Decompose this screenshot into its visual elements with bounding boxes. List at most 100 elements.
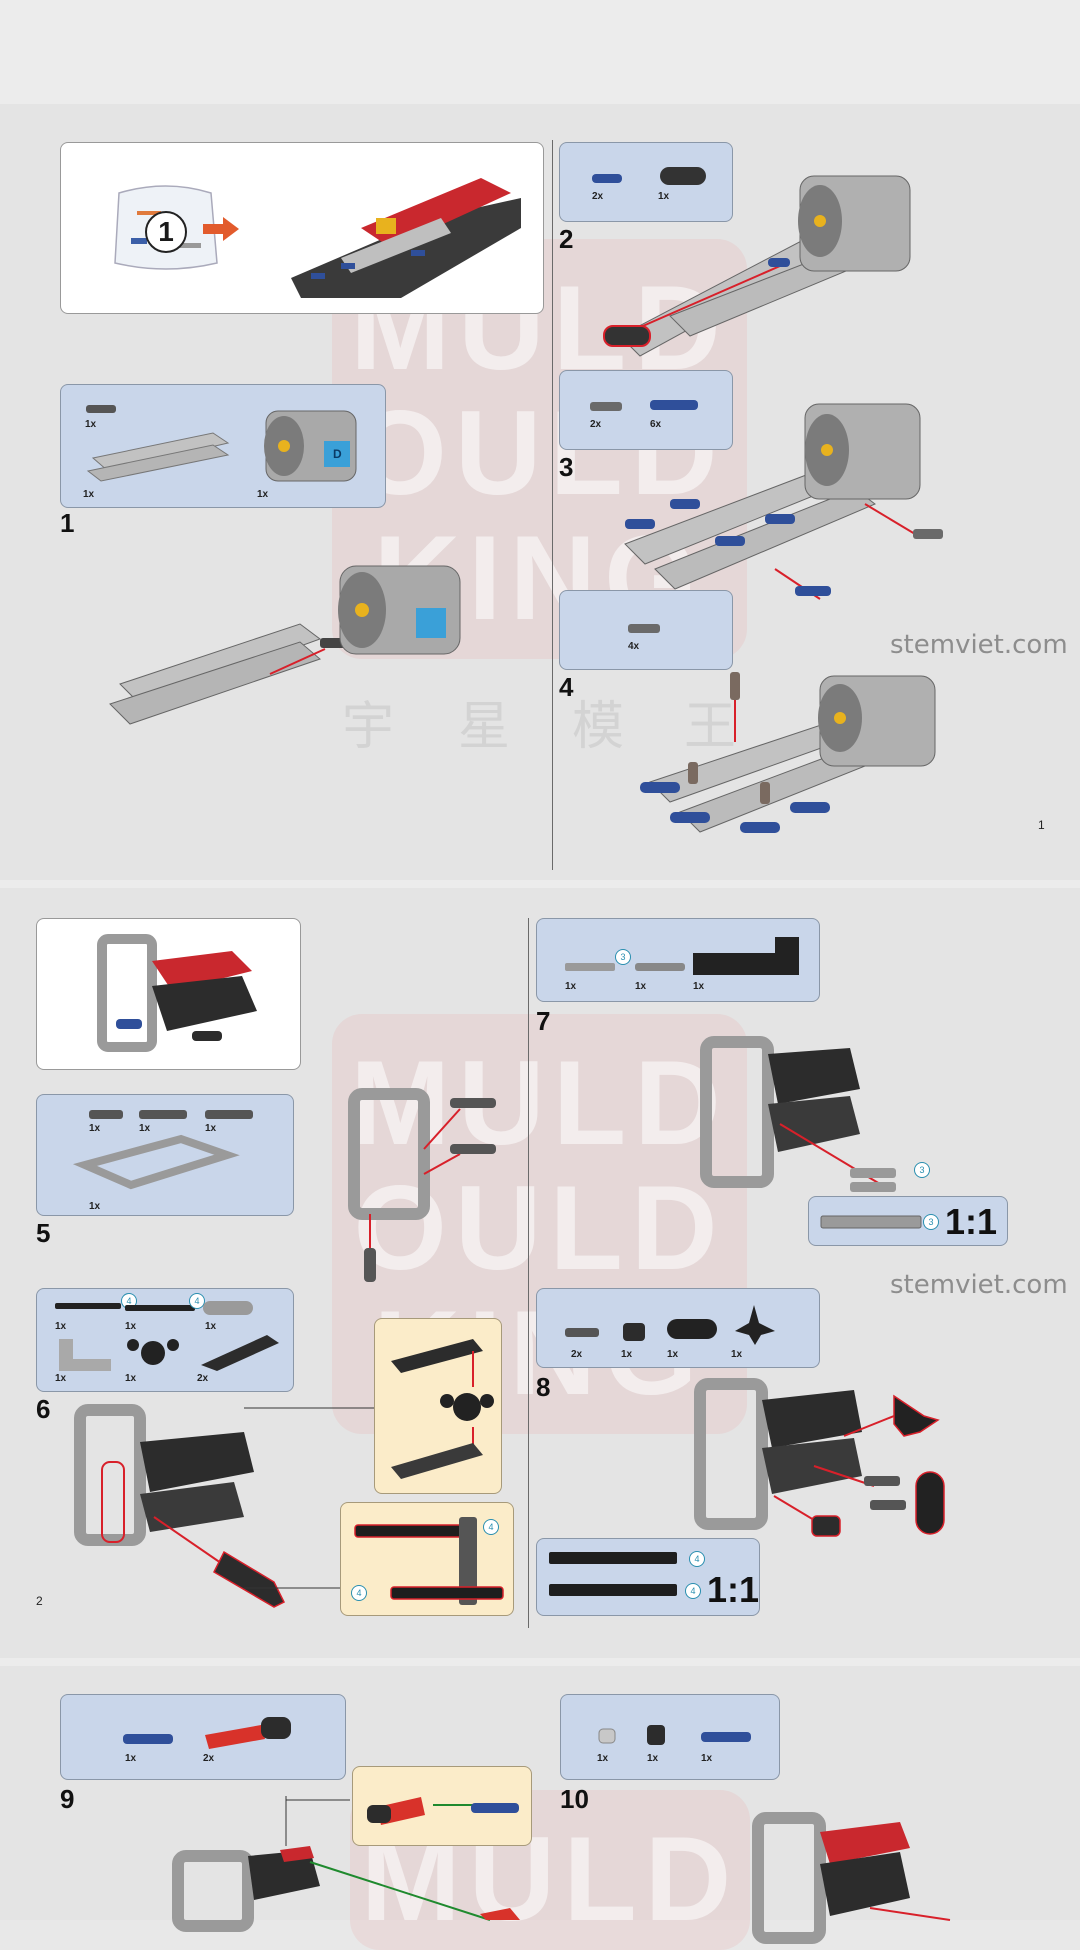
step-7-assembly: [700, 1036, 896, 1192]
step-4-parts-panel: 4x: [559, 590, 733, 670]
watermark-line: MULD: [350, 1036, 729, 1170]
part-qty: 1x: [621, 1349, 633, 1360]
axles-callout: [354, 1517, 504, 1605]
step-6-assembly: [74, 1404, 286, 1608]
axle-pin-icon: [205, 1110, 253, 1119]
bag-number-badge: 1: [145, 211, 187, 253]
page-gap: [0, 880, 1080, 888]
part-qty: 1x: [658, 191, 670, 202]
step-10-parts-panel: 1x 1x 1x: [560, 1694, 780, 1780]
gray-axle-pin-icon: [590, 402, 622, 411]
blue-axle-pin-icon: [123, 1734, 173, 1744]
ratio-panel: 4 4 1:1: [536, 1538, 760, 1616]
axle-scale-icon: [549, 1552, 677, 1564]
axle-length-badge: 4: [685, 1583, 701, 1599]
axle-length-badge: 4: [689, 1551, 705, 1567]
step-2-assembly: [603, 175, 911, 357]
top-margin: [0, 0, 1080, 104]
blue-axle-pin-icon: [650, 400, 698, 410]
watermark-cn-char: 王: [684, 697, 737, 757]
small-connector-icon: [647, 1725, 665, 1745]
small-connector-icon: [623, 1323, 645, 1341]
part-qty: 1x: [85, 419, 97, 430]
step-4-assembly: [640, 672, 936, 833]
link-beam-icon: [667, 1319, 717, 1339]
part-qty: 2x: [197, 1373, 209, 1384]
axle-length-badge: 3: [914, 1162, 930, 1178]
step-7-parts-panel: 3 1x 1x 1x: [536, 918, 820, 1002]
next-arrow-icon: [203, 217, 239, 241]
finished-model-illustration: [291, 178, 521, 298]
site-watermark: stemviet.com: [890, 630, 1068, 660]
step-number: 10: [560, 1784, 589, 1814]
y-connector-icon: [735, 1305, 775, 1345]
part-qty: 1x: [139, 1123, 151, 1134]
instruction-page-3: MULD 1x 2x 9 1x 1x 1x 10: [0, 1666, 1080, 1950]
subassembly-preview: [97, 934, 257, 1052]
scale-ratio: 1:1: [945, 1201, 998, 1242]
part-qty: 1x: [257, 489, 269, 500]
part-qty: 1x: [89, 1201, 101, 1212]
short-beam-icon: [203, 1301, 253, 1315]
sub-assembly-callout: [374, 1318, 502, 1494]
axle-length-badge: 3: [923, 1214, 939, 1230]
part-qty: 1x: [83, 489, 95, 500]
step-3-assembly: [624, 403, 943, 600]
part-qty: 1x: [597, 1753, 609, 1764]
part-qty: 1x: [55, 1373, 67, 1384]
step-number: 7: [536, 1006, 551, 1036]
part-qty: 1x: [731, 1349, 743, 1360]
step-3-parts-panel: 2x 6x: [559, 370, 733, 450]
step-8-assembly: [694, 1378, 945, 1537]
page-number: 2: [36, 1594, 43, 1608]
long-axle-icon: [125, 1305, 195, 1311]
axle-scale-icon: [549, 1584, 677, 1596]
callout-connector-lines: [244, 1407, 374, 1589]
axle-icon: [565, 963, 615, 971]
long-axle-icon: [55, 1303, 121, 1309]
gray-axle-pin-icon: [628, 624, 660, 633]
step-9-parts-panel: 1x 2x: [60, 1694, 346, 1780]
motor-tag: D: [333, 447, 342, 461]
part-qty: 1x: [565, 981, 577, 992]
bag-number: 1: [158, 216, 174, 247]
l-beam-icon: [693, 937, 799, 975]
page-gap: [0, 1658, 1080, 1666]
axle-scale-icon: [820, 1215, 922, 1229]
scale-ratio: 1:1: [707, 1569, 760, 1610]
rectangular-frame-icon: [72, 1134, 240, 1190]
page-divider: [552, 140, 553, 870]
page-number: 1: [1038, 818, 1045, 832]
wishbone-beam-icon: [201, 1335, 279, 1371]
blue-pin-icon: [592, 174, 622, 183]
instruction-page-2: MULD OULD KING 1x 1x 1x 1x 5: [0, 888, 1080, 1658]
part-qty: 1x: [693, 981, 705, 992]
axle-pin-icon: [635, 963, 685, 971]
step-2-parts-panel: 2x 1x: [559, 142, 733, 222]
part-qty: 1x: [701, 1753, 713, 1764]
page-divider: [528, 918, 529, 1628]
part-qty: 1x: [647, 1753, 659, 1764]
intro-panel: [36, 918, 301, 1070]
part-qty: 2x: [592, 191, 604, 202]
step-number: 8: [536, 1372, 551, 1402]
axle-length-badge: 4: [351, 1585, 367, 1601]
part-qty: 1x: [55, 1321, 67, 1332]
watermark-cn-char: 模: [572, 697, 625, 757]
beam-and-hub-callout: [391, 1339, 494, 1479]
part-qty: 1x: [125, 1373, 137, 1384]
part-qty: 2x: [590, 419, 602, 430]
part-qty: 1x: [205, 1321, 217, 1332]
site-watermark: stemviet.com: [890, 1270, 1068, 1300]
step-number: 6: [36, 1394, 51, 1424]
connector-hub-icon: [127, 1339, 179, 1365]
step-1-parts-panel: 1x 1x D 1x: [60, 384, 386, 508]
axle-pin-icon: [89, 1110, 123, 1119]
link-beam-icon: [660, 167, 706, 185]
step-5-parts-panel: 1x 1x 1x 1x: [36, 1094, 294, 1216]
part-qty: 2x: [571, 1349, 583, 1360]
bush-icon: [598, 1728, 616, 1744]
step-9-assembly: [172, 1796, 520, 1932]
ratio-panel: 3 1:1: [808, 1196, 1008, 1246]
step-number: 9: [60, 1784, 75, 1814]
